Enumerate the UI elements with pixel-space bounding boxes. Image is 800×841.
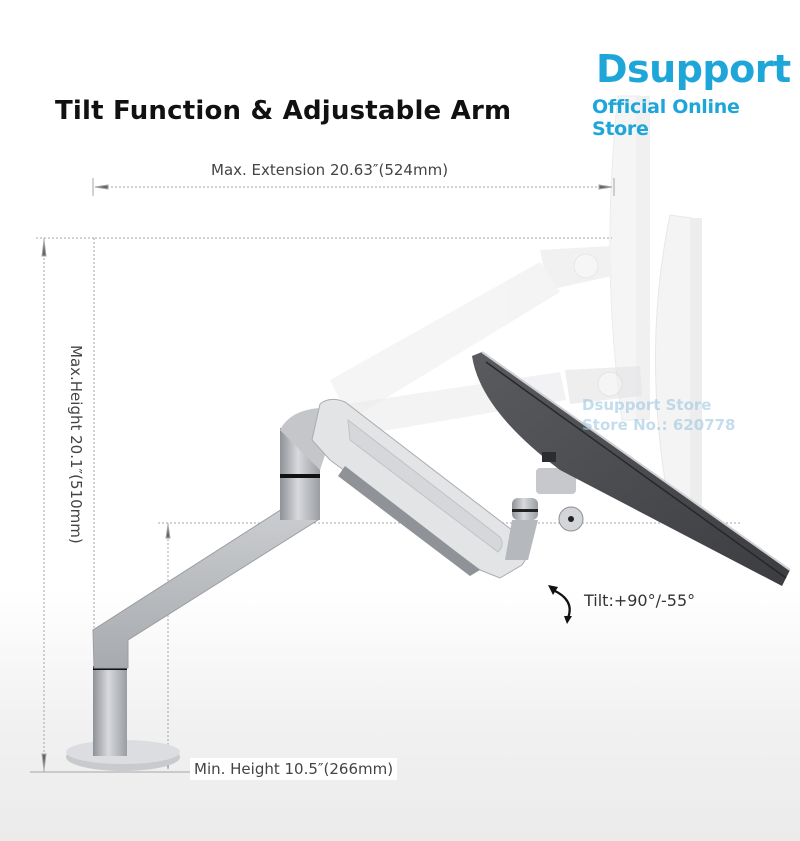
tilt-range-label: Tilt:+90°/-55°: [584, 591, 696, 610]
store-watermark: Dsupport Store Store No.: 620778: [582, 396, 735, 435]
lower-arm: [92, 408, 330, 669]
brand-subtitle: Official Online Store: [592, 96, 740, 140]
ghost-monitor-upper: [330, 95, 650, 421]
min-height-label: Min. Height 10.5″(266mm): [190, 758, 398, 780]
tilted-monitor: [472, 351, 791, 586]
page-title: Tilt Function & Adjustable Arm: [55, 96, 512, 126]
curved-double-arrow-icon: [548, 585, 572, 624]
desk-base: [66, 666, 180, 771]
max-height-label: Max.Height 20.1″(510mm): [67, 345, 85, 544]
extension-dimension-line: [92, 178, 615, 239]
max-extension-label: Max. Extension 20.63″(524mm): [211, 161, 449, 179]
watermark-line-2: Store No.: 620778: [582, 415, 736, 434]
upper-arm: [311, 398, 529, 579]
height-dimension-line: [30, 237, 190, 773]
brand-logo: Dsupport: [596, 47, 791, 91]
watermark-line-1: Dsupport Store: [582, 396, 712, 414]
tilt-joint: [505, 468, 584, 560]
